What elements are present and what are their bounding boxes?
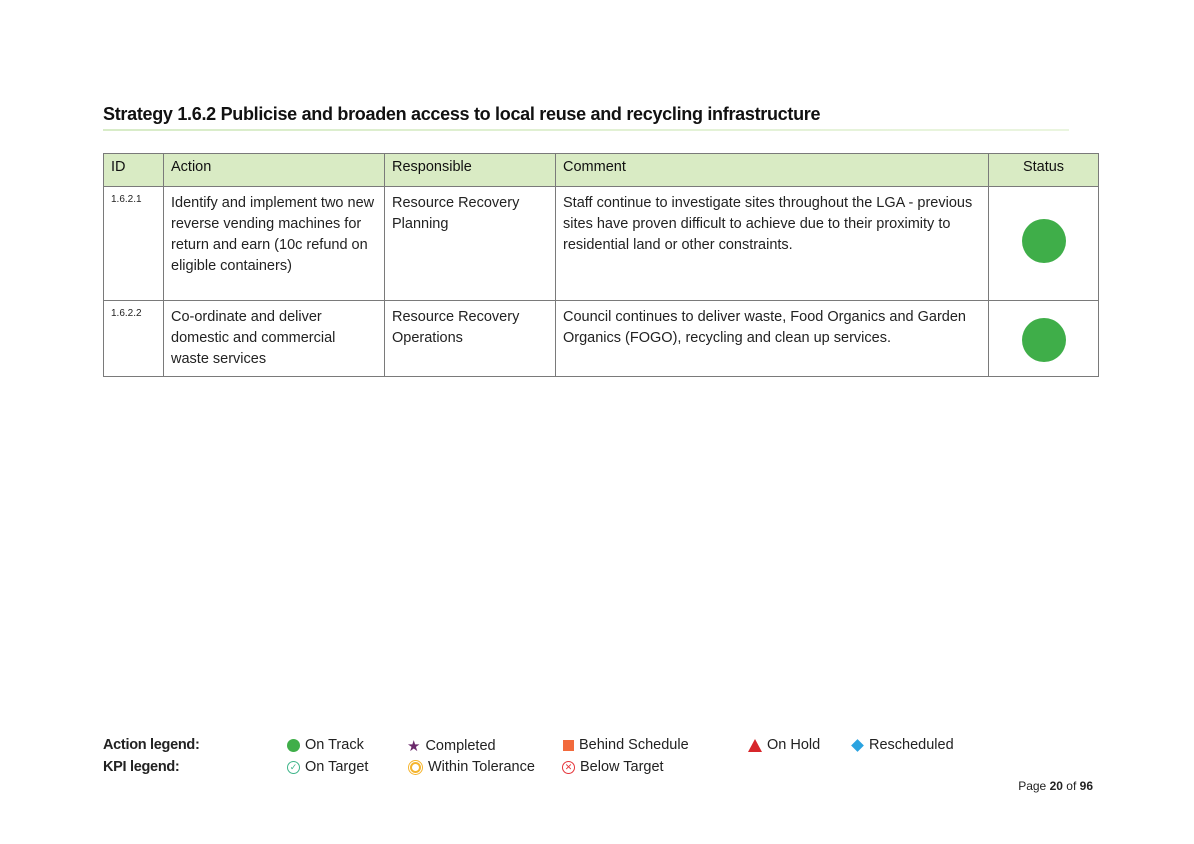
actions-table: ID Action Responsible Comment Status 1.6… <box>103 153 1099 377</box>
legend-on-target: ✓On Target <box>287 759 368 775</box>
table-row: 1.6.2.2 Co-ordinate and deliver domestic… <box>103 300 1099 377</box>
row-id: 1.6.2.1 <box>103 186 164 301</box>
legend-rescheduled: Rescheduled <box>851 737 954 753</box>
table-header: ID Action Responsible Comment Status <box>103 153 1099 187</box>
page-number: Page 20 of 96 <box>1018 779 1093 793</box>
green-circle-icon <box>287 738 300 752</box>
legend-below-target: ✕Below Target <box>562 759 664 775</box>
triangle-icon <box>748 738 762 752</box>
row-comment: Council continues to deliver waste, Food… <box>555 300 989 377</box>
square-icon <box>563 739 574 751</box>
row-id: 1.6.2.2 <box>103 300 164 377</box>
row-status <box>988 300 1099 377</box>
legend-completed: ★Completed <box>407 738 496 755</box>
title-underline <box>103 129 1069 131</box>
legend-behind-schedule: Behind Schedule <box>563 737 689 753</box>
action-legend-label: Action legend: <box>103 737 200 753</box>
legend-on-track: On Track <box>287 737 364 753</box>
legend-within-tolerance: Within Tolerance <box>408 759 535 775</box>
star-icon: ★ <box>407 738 421 755</box>
on-track-status-icon <box>1021 219 1066 263</box>
legend-on-hold: On Hold <box>748 737 820 753</box>
kpi-legend-label: KPI legend: <box>103 759 180 775</box>
header-responsible: Responsible <box>384 153 556 187</box>
on-track-status-icon <box>1021 318 1066 362</box>
row-comment: Staff continue to investigate sites thro… <box>555 186 989 301</box>
row-action: Co-ordinate and deliver domestic and com… <box>163 300 385 377</box>
header-status: Status <box>988 153 1099 187</box>
tolerance-circle-icon <box>408 759 423 775</box>
row-responsible: Resource Recovery Operations <box>384 300 556 377</box>
x-circle-icon: ✕ <box>562 760 575 774</box>
row-responsible: Resource Recovery Planning <box>384 186 556 301</box>
diamond-icon <box>851 738 864 752</box>
header-comment: Comment <box>555 153 989 187</box>
table-row: 1.6.2.1 Identify and implement two new r… <box>103 186 1099 301</box>
header-action: Action <box>163 153 385 187</box>
page-title: Strategy 1.6.2 Publicise and broaden acc… <box>103 104 821 124</box>
check-circle-icon: ✓ <box>287 760 300 774</box>
header-id: ID <box>103 153 164 187</box>
row-action: Identify and implement two new reverse v… <box>163 186 385 301</box>
row-status <box>988 186 1099 301</box>
